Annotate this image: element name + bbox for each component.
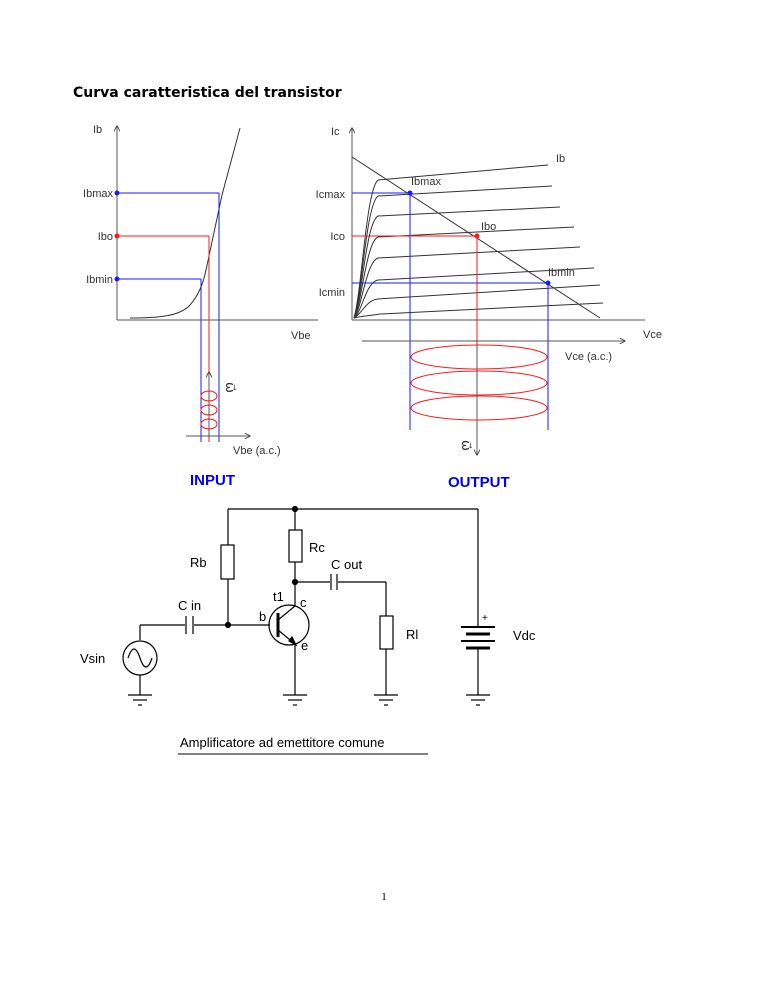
output-graph: Ic Vce Icmax Ico Icmin Ib Ibmax Ibo I [316,126,662,491]
circuit-labels: Rb Rc C out C in t1 b c e Rl Vdc Vsin + [80,540,536,666]
input-y-label: Ib [93,124,102,136]
ibmax-dot [114,190,120,196]
label-cout: C out [331,557,362,572]
tick-ibmin: Ibmin [86,274,113,286]
point-ibo [474,233,480,239]
input-caption: INPUT [190,472,235,489]
input-x-label: Vbe [291,330,311,342]
point-label-ibo: Ibo [481,221,496,233]
junction-base [224,621,232,629]
label-vsin: Vsin [80,651,105,666]
circuit-caption: Amplificatore ad emettitore comune [180,735,384,750]
resistor-rc [288,529,303,563]
resistor-rb [220,544,235,580]
output-x-label: Vce [643,329,662,341]
input-ac-signal-label: ω⃗ [223,382,238,393]
input-ac-x-label: Vbe (a.c.) [233,445,281,457]
label-b: b [259,609,266,624]
tick-ico: Ico [330,231,345,243]
ground-symbols [128,694,490,706]
point-label-ibmax: Ibmax [411,176,441,188]
tick-ibmax: Ibmax [83,188,113,200]
label-plus: + [482,613,488,624]
page-number: 1 [381,891,387,903]
input-characteristic-curve [129,127,241,319]
curve-label-ib: Ib [556,153,565,165]
page-heading: Curva caratteristica del transistor [73,85,342,101]
label-t1: t1 [273,589,284,604]
tick-icmax: Icmax [316,189,346,201]
label-rl: Rl [406,627,418,642]
output-ac-signal-label: ω⃗ [459,440,474,451]
circuit-schematic [122,505,495,706]
label-rc: Rc [309,540,325,555]
point-ibmin [545,280,551,286]
point-ibmax [407,190,413,196]
point-label-ibmin: Ibmin [548,267,575,279]
output-y-label: Ic [331,126,340,138]
label-vdc: Vdc [513,628,536,643]
label-c: c [300,595,307,610]
label-cin: C in [178,598,201,613]
output-ac-signal [410,344,548,421]
output-ac-x-label: Vce (a.c.) [565,351,612,363]
input-ac-signal [200,390,218,430]
output-curves [353,164,604,319]
output-caption: OUTPUT [448,474,510,491]
input-graph: Ib Vbe Ibmax Ibo Ibmin ω⃗ Vbe (a.c.) INP… [83,124,318,489]
tick-icmin: Icmin [319,287,345,299]
transistor-t1 [268,604,310,646]
ibo-dot [114,233,120,239]
ibmin-dot [114,276,120,282]
label-rb: Rb [190,555,207,570]
label-e: e [301,638,308,653]
tick-ibo: Ibo [98,231,113,243]
resistor-rl [379,615,394,650]
